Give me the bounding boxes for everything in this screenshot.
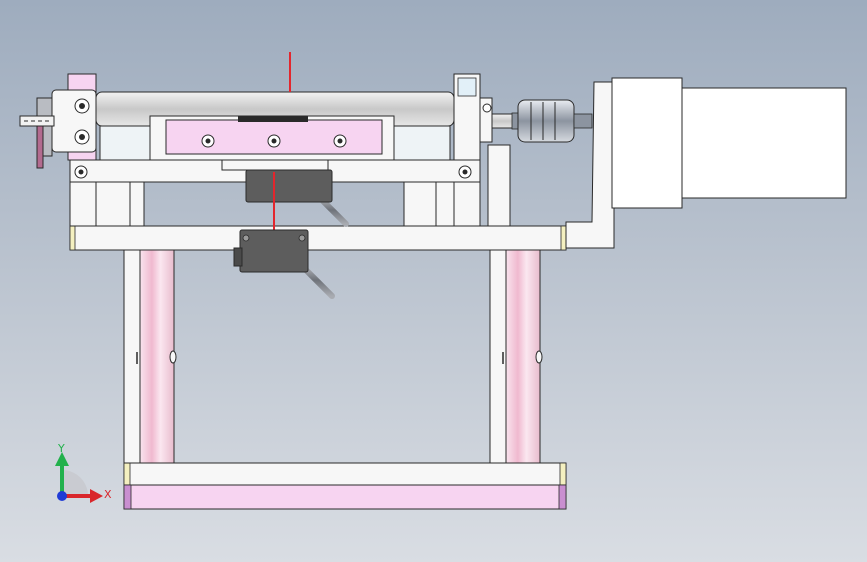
carriage-slot <box>238 116 308 122</box>
main-crossbar <box>69 225 567 251</box>
right-post-rib <box>435 181 455 227</box>
y-axis-head <box>55 452 69 466</box>
linear-module[interactable] <box>95 91 455 161</box>
base-end-cap-left <box>123 462 131 486</box>
left-pillar-tube <box>139 249 175 464</box>
base-plate-edge-right <box>558 484 567 510</box>
stepper-motor[interactable] <box>565 77 847 249</box>
sensor-connector <box>233 247 243 267</box>
x-axis-label: X <box>104 488 112 501</box>
left-bearing-block <box>51 89 97 153</box>
motor-housing <box>681 87 847 199</box>
left-pillar[interactable] <box>123 249 177 464</box>
motor-support-post <box>487 144 511 227</box>
shaft-coupling[interactable] <box>511 99 593 143</box>
crossbar-cap-right <box>560 225 567 251</box>
motor-front-flange <box>611 77 683 209</box>
base-plate-edge-left <box>123 484 132 510</box>
left-end-bracket[interactable] <box>19 73 97 169</box>
triad-arc <box>62 470 88 496</box>
bottom-base[interactable] <box>123 462 567 510</box>
coordinate-triad[interactable]: Y X <box>55 442 112 503</box>
base-crossbar <box>123 462 567 486</box>
x-axis-head <box>90 489 103 503</box>
upper-sensor-body <box>245 169 333 203</box>
coupling-body <box>517 99 575 143</box>
lower-sensor-body <box>239 229 309 273</box>
left-pillar-hole <box>169 350 177 364</box>
right-pillar-tube <box>505 249 541 464</box>
right-end-bracket[interactable] <box>453 73 517 161</box>
lower-laser-sensor[interactable] <box>233 229 335 299</box>
upper-frame[interactable] <box>69 144 567 251</box>
base-end-cap-right <box>559 462 567 486</box>
motor-shaft <box>573 113 593 129</box>
right-pillar[interactable] <box>489 249 543 464</box>
right-pillar-hole <box>535 350 543 364</box>
left-post-rib <box>129 181 145 227</box>
carriage-foot <box>221 159 329 171</box>
handwheel-shaft <box>19 115 55 127</box>
z-axis-origin <box>57 491 67 501</box>
crossbar-cap-left <box>69 225 76 251</box>
base-plate <box>123 484 567 510</box>
y-axis-label: Y <box>57 442 65 455</box>
upper-laser-sensor[interactable] <box>245 169 349 230</box>
